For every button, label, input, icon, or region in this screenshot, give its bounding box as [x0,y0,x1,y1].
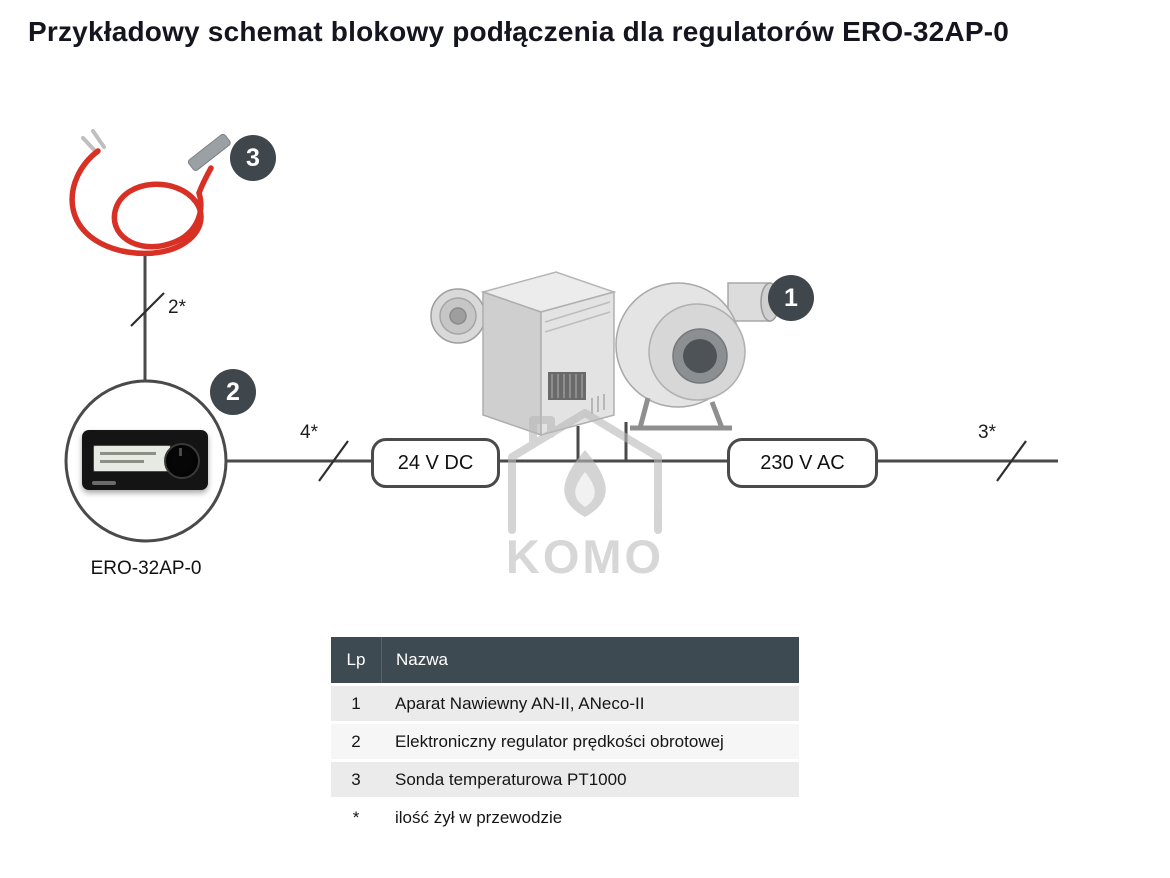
wires [143,256,1058,463]
badge-sensor: 3 [230,135,276,181]
table-cell-nazwa: ilość żył w przewodzie [395,807,563,827]
table-row: 1 Aparat Nawiewny AN-II, ANeco-II [331,686,799,721]
regulator-name-label: ERO-32AP-0 [90,558,202,579]
page-title: Przykładowy schemat blokowy podłączenia … [28,16,1010,47]
probe-sleeve [187,133,231,171]
table-row: * ilość żył w przewodzie [331,800,799,835]
komo-watermark: KOMO [506,409,664,583]
table-header-nazwa: Nazwa [396,650,448,669]
regulator-screen [93,445,171,472]
voltage-box-dc: 24 V DC [371,438,500,488]
badge-regulator: 2 [210,369,256,415]
mains-wire-slash [996,440,1027,482]
probe-cable [69,148,204,257]
info-table: Lp Nazwa 1 Aparat Nawiewny AN-II, ANeco-… [331,637,799,835]
table-row: 3 Sonda temperaturowa PT1000 [331,762,799,797]
table-cell-nazwa: Sonda temperaturowa PT1000 [395,769,627,789]
watermark-text: KOMO [506,530,664,583]
wire-break-marks [130,292,1027,482]
regulator-knob [164,443,200,479]
voltage-box-dc-label: 24 V DC [397,451,474,474]
temperature-probe [69,129,231,257]
regulator-device [82,430,208,490]
watermark-chimney [529,416,555,448]
voltage-box-ac-label: 230 V AC [760,451,845,474]
table-cell-lp: 2 [351,731,361,751]
table-cell-nazwa: Aparat Nawiewny AN-II, ANeco-II [395,693,645,713]
table-cell-nazwa: Elektroniczny regulator prędkości obroto… [395,731,724,751]
table-header: Lp Nazwa [331,637,799,683]
table-header-lp: Lp [331,637,382,683]
heater-unit [430,271,617,437]
mains-wire-count-label: 3* [978,422,996,443]
regulator-wire-count-label: 4* [300,422,318,443]
table-cell-lp: 3 [351,769,361,789]
table-row: 2 Elektroniczny regulator prędkości obro… [331,724,799,759]
table-cell-lp: 1 [351,693,361,713]
sensor-wire-count-label: 2* [168,297,186,318]
regulator-wire-slash [318,440,349,482]
sensor-wire-slash [130,292,165,327]
badge-devices: 1 [768,275,814,321]
watermark-house [508,409,662,534]
regulator-brand-mark [92,481,116,485]
voltage-box-ac: 230 V AC [727,438,878,488]
fan-unit [615,282,780,431]
table-cell-lp: * [352,807,360,827]
